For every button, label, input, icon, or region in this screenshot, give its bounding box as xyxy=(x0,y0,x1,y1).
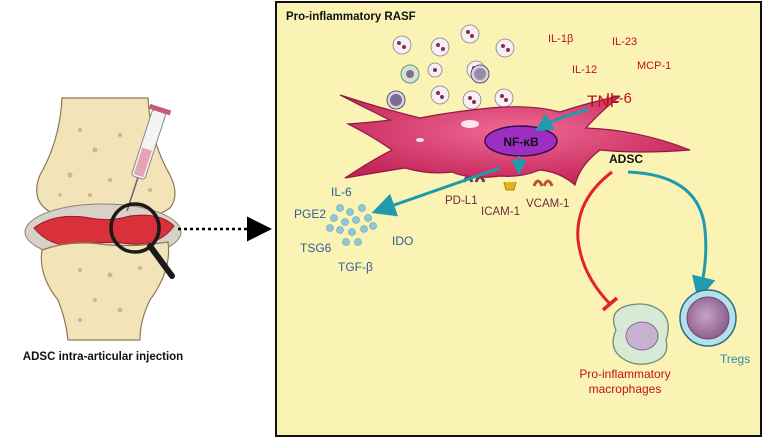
receptor-label-vcam1: VCAM-1 xyxy=(526,198,569,210)
macrophage-label-1: Pro-inflammatory xyxy=(579,367,670,381)
nfkb-label: NF-κB xyxy=(503,135,539,149)
left-caption: ADSC intra-articular injection xyxy=(23,351,183,363)
rasf-panel xyxy=(275,1,762,437)
tregs-arrow xyxy=(627,170,716,301)
cytokine-il23: IL-23 xyxy=(612,36,637,48)
cytokine-il6-top: IL-6 xyxy=(606,90,632,107)
nucleus xyxy=(484,125,558,157)
cytokine-il1b: IL-1β xyxy=(548,33,573,45)
syringe-icon xyxy=(126,103,172,212)
adsc-label: ADSC xyxy=(609,152,643,166)
macrophage-cell xyxy=(612,303,669,365)
inhibition-arrow xyxy=(576,170,613,306)
secreted-pge2: PGE2 xyxy=(294,207,326,221)
magnifier-icon xyxy=(109,202,175,279)
receptor-vcam1 xyxy=(532,179,554,187)
tnf-to-nfkb-arrow xyxy=(534,108,589,132)
secreted-il6: IL-6 xyxy=(331,185,352,199)
receptor-label-icam1: ICAM-1 xyxy=(481,206,520,218)
knee-joint-illustration xyxy=(24,97,182,341)
cytokine-il12: IL-12 xyxy=(572,64,597,76)
secreted-tsg6: TSG6 xyxy=(300,241,332,255)
secretion-arrow xyxy=(371,166,501,217)
receptor-icam1 xyxy=(503,181,517,191)
inhibition-bar xyxy=(601,296,619,312)
cytokine-mcp1: MCP-1 xyxy=(637,60,671,72)
treg-cell xyxy=(679,289,737,347)
panel-title: Pro-inflammatory RASF xyxy=(286,11,416,23)
cytokine-tnf: TNF xyxy=(587,92,620,111)
secreted-factors-dots xyxy=(326,204,377,246)
tregs-label: Tregs xyxy=(720,352,750,366)
secreted-tgfb: TGF-β xyxy=(338,260,373,274)
macrophage-label-2: macrophages xyxy=(589,382,662,396)
tibia-shape xyxy=(40,241,170,341)
secreted-ido: IDO xyxy=(392,234,413,248)
receptor-label-pdl1: PD-L1 xyxy=(445,195,478,207)
immune-cells-cluster xyxy=(386,24,515,110)
